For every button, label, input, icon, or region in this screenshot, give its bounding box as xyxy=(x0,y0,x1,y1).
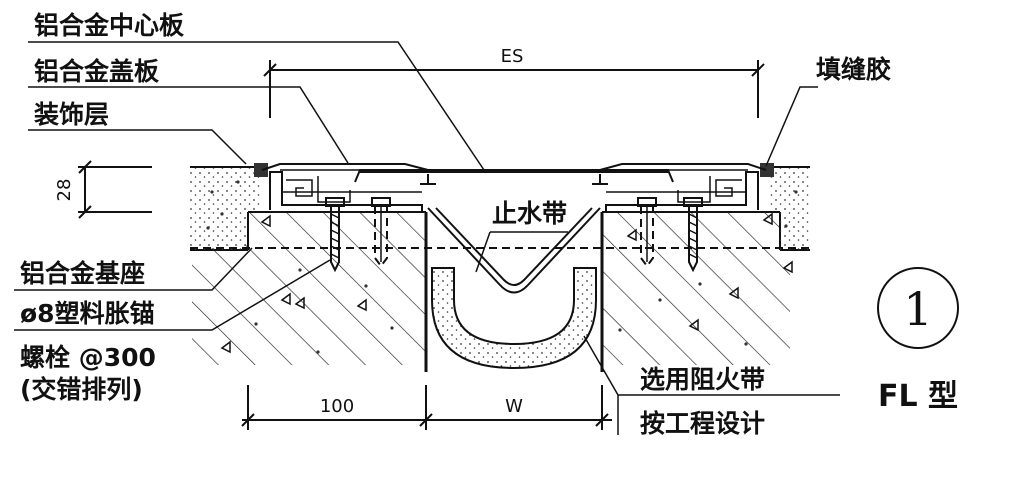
label-bolt: 螺栓 @300 xyxy=(20,343,156,372)
label-base-seat: 铝合金基座 xyxy=(20,259,145,288)
waterstop xyxy=(427,207,601,294)
dim-w-label: W xyxy=(505,396,523,417)
dim-thickness xyxy=(78,160,152,219)
dim-es-label: ES xyxy=(501,46,524,67)
base-seat-right xyxy=(605,171,759,212)
cover-plate-right xyxy=(599,163,767,171)
center-plate xyxy=(354,169,674,185)
label-fire-band-1: 选用阻火带 xyxy=(640,365,765,394)
sealant-right xyxy=(760,163,774,177)
sealant-left xyxy=(254,163,268,177)
badge-type-label: FL 型 xyxy=(878,379,958,414)
dim-100-label: 100 xyxy=(320,396,354,417)
base-seat-left xyxy=(269,171,423,212)
fire-stop-band xyxy=(431,267,597,370)
badge-number: 1 xyxy=(903,282,932,336)
dim-thickness-label: 28 xyxy=(54,179,75,202)
anchor-right xyxy=(637,197,657,268)
label-anchor: ø8塑料胀锚 xyxy=(20,299,155,328)
decor-layer-right xyxy=(768,167,810,250)
aggregate-dots xyxy=(206,180,798,354)
label-center-plate: 铝合金中心板 xyxy=(34,11,184,40)
label-decor-layer: 装饰层 xyxy=(34,100,109,129)
bolt-right xyxy=(683,197,703,273)
cover-plate-left xyxy=(261,163,429,171)
aggregate-marks xyxy=(220,212,793,354)
label-cover-plate: 铝合金盖板 xyxy=(34,57,159,86)
dim-es xyxy=(263,60,765,118)
label-bolt-note: (交错排列) xyxy=(20,375,143,404)
label-sealant: 填缝胶 xyxy=(816,55,891,84)
anchor-left xyxy=(371,197,391,268)
bolt-left xyxy=(325,197,345,273)
leader-lines xyxy=(14,41,840,435)
dim-bottom xyxy=(241,385,612,430)
label-fire-band-2: 按工程设计 xyxy=(640,409,765,438)
type-badge: 1 FL 型 xyxy=(877,267,959,414)
label-waterstop: 止水带 xyxy=(492,199,567,228)
badge-circle xyxy=(877,267,959,349)
